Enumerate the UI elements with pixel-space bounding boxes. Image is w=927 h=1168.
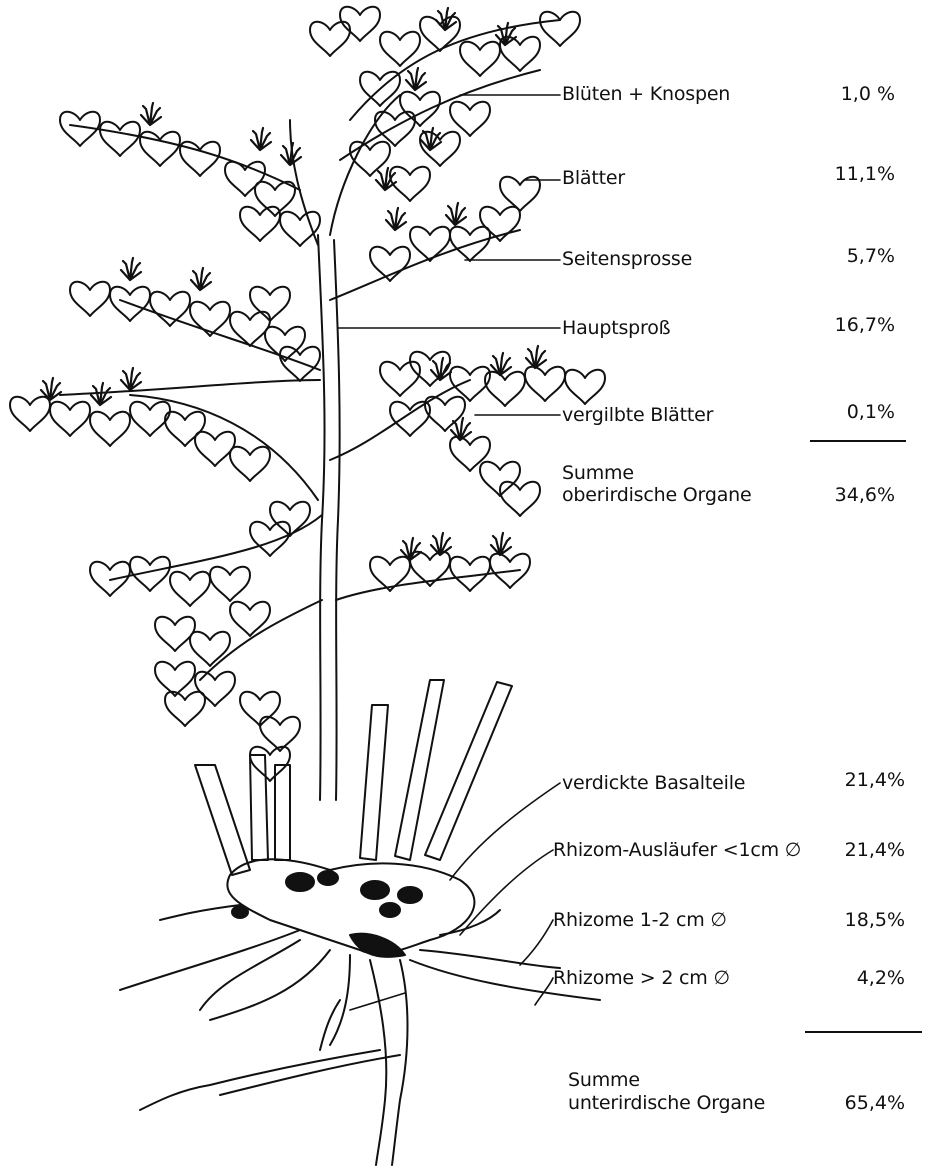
main-stem [290,95,400,800]
label-sum-above-line1: Summe [562,462,634,484]
label-main-shoot: Hauptsproß [562,317,670,339]
percent-main-shoot: 16,7% [795,314,895,336]
percent-yellowed-leaves: 0,1% [795,401,895,423]
percent-thickened-base: 21,4% [805,769,905,791]
label-rhizomes-1-2cm: Rhizome 1-2 cm ∅ [553,909,727,931]
percent-rhizomes-over-2cm: 4,2% [805,967,905,989]
percent-flowers-buds: 1,0 % [795,83,895,105]
percent-sum-below: 65,4% [805,1092,905,1114]
label-side-shoots: Seitensprosse [562,248,692,270]
percent-sum-above: 34,6% [795,484,895,506]
label-leaves: Blätter [562,167,625,189]
label-yellowed-leaves: vergilbte Blätter [562,404,713,426]
percent-leaves: 11,1% [795,163,895,185]
label-rhizomes-over-2cm: Rhizome > 2 cm ∅ [553,967,730,989]
label-flowers-buds: Blüten + Knospen [562,83,730,105]
label-sum-above-line2: oberirdische Organe [562,484,751,506]
label-rhizome-runners: Rhizom-Ausläufer <1cm ∅ [553,839,801,861]
label-sum-below-line1: Summe [568,1069,640,1091]
side-branches [60,20,560,680]
label-sum-below-line2: unterirdische Organe [568,1092,765,1114]
percent-rhizome-runners: 21,4% [805,839,905,861]
label-thickened-base: verdickte Basalteile [562,772,745,794]
percent-rhizomes-1-2cm: 18,5% [805,909,905,931]
sum-rule-below [805,1031,922,1033]
percent-side-shoots: 5,7% [795,245,895,267]
sum-rule-above [810,440,906,442]
